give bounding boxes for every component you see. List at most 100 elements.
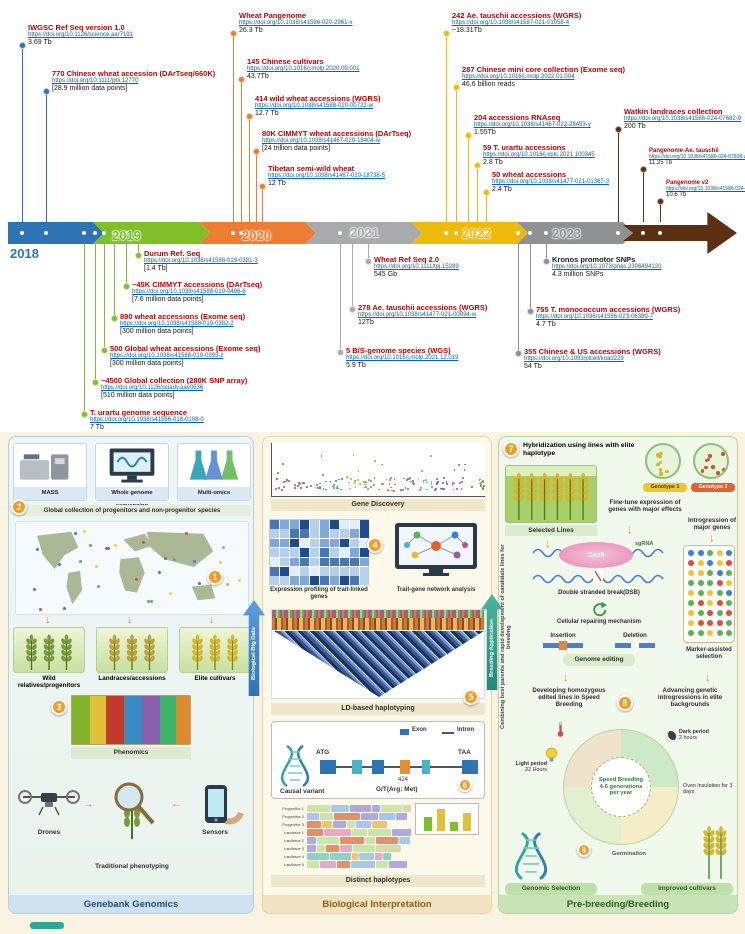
manhattan-point (322, 487, 325, 490)
doi-link[interactable]: https://doi.org/10.1038/s41586-023-06389… (536, 314, 654, 321)
heatmap-cell (340, 520, 349, 529)
doi-link[interactable]: https://doi.org/10.1038/s41586-024-07682… (624, 116, 742, 123)
manhattan-point (319, 482, 321, 485)
manhattan-point (443, 477, 446, 479)
flow-arrow (563, 673, 569, 684)
manhattan-point (319, 486, 321, 489)
timeline-event: ~45K CIMMYT accessions (DArTseq)https://… (132, 280, 337, 304)
doi-link[interactable]: https://doi.org/10.1016/j.xplc.2021.1003… (483, 152, 595, 159)
wheat-field-image (505, 465, 597, 523)
inset-bar (424, 817, 432, 831)
exon-box (320, 760, 336, 774)
heatmap-cell (280, 576, 289, 585)
haplotype-segment (359, 853, 374, 860)
heatmap-cell (320, 576, 329, 585)
band-junction-dot (239, 231, 243, 235)
collection-site-dot (83, 530, 87, 534)
haplotype-segment (307, 821, 321, 828)
manhattan-point (346, 475, 349, 478)
manhattan-point (425, 479, 428, 481)
event-title: 770 Chinese wheat accession (DArTseq/660… (52, 69, 216, 78)
flow-arrow (171, 799, 182, 810)
manhattan-point (319, 487, 322, 490)
band-junction-dot (484, 231, 488, 235)
band-junction-dot (658, 231, 662, 235)
doi-link[interactable]: https://doi.org/10.1038/s41588-019-0393-… (110, 353, 224, 360)
doi-link[interactable]: https://doi.org/10.1038/s41477-021-01367… (492, 179, 610, 186)
doi-link[interactable]: https://doi.org/10.1038/s41588-019-0496-… (132, 289, 246, 296)
haplotype-segment (356, 821, 372, 828)
collection-site-dot (135, 578, 139, 582)
band-junction-dot (82, 231, 86, 235)
doi-link[interactable]: https://doi.org/10.1073/pnas.2306494120 (552, 264, 662, 271)
combining-vertical-label: Combining best parents and rapid develop… (500, 544, 513, 730)
haplotype-segment (326, 845, 339, 852)
seed-dot (722, 468, 726, 472)
marker-dot (726, 610, 733, 616)
marker-dot (716, 550, 723, 556)
doi-link[interactable]: https://doi.org/10.1126/sciadv.aav0536 (101, 385, 204, 392)
event-data-volume: 7 Tb (90, 424, 104, 432)
world-map (15, 521, 249, 615)
doi-link[interactable]: https://doi.org/10.1038/s41588-020-00722… (255, 103, 374, 110)
band-junction-dot (454, 231, 458, 235)
manhattan-point (370, 485, 372, 488)
doi-link[interactable]: https://doi.org/10.1038/s41477-021-00934… (358, 312, 477, 319)
plant-card-landrace: Landraces/accessions (96, 627, 168, 682)
manhattan-point (385, 478, 388, 481)
haplotype-row: Progenitor 2 (271, 813, 485, 820)
doi-link[interactable]: https://doi.org/10.1093/plcell/koad229 (524, 356, 624, 363)
doi-link[interactable]: https://doi.org/10.1038/s41586-024-08277… (666, 185, 745, 192)
doi-link[interactable]: https://doi.org/10.1038/s41467-020-18404… (262, 138, 381, 145)
manhattan-point (287, 480, 290, 483)
continents (37, 531, 216, 605)
doi-link[interactable]: https://doi.org/10.1038/s41586-020-2961-… (239, 20, 353, 27)
event-data-volume: [300 million data points] (120, 328, 194, 336)
manhattan-point (354, 482, 356, 484)
footer-genebank-genomics: Genebank Genomics (9, 895, 253, 913)
marker-dot (688, 580, 694, 586)
haplotype-segment (346, 821, 356, 828)
marker-dot (707, 590, 714, 596)
doi-link[interactable]: https://doi.org/10.1016/j.molp.2022.01.0… (462, 74, 575, 81)
manhattan-point (426, 481, 428, 484)
collection-site-dot (226, 582, 230, 586)
doi-link[interactable]: https://doi.org/10.1126/science.aar7191 (28, 32, 133, 39)
haplotype-segment (375, 837, 398, 844)
manhattan-point (482, 481, 484, 484)
doi-link[interactable]: https://doi.org/10.1016/j.molp.2020.09.0… (247, 66, 360, 73)
event-dot (614, 125, 622, 133)
doi-link[interactable]: https://doi.org/10.1038/s41467-022-28453… (474, 122, 591, 129)
band-junction-dot (136, 231, 140, 235)
event-stem (138, 244, 139, 255)
event-dot (336, 348, 344, 356)
doi-link[interactable]: https://doi.org/10.1038/s41587-021-01058… (452, 20, 570, 27)
heatmap-cell (300, 557, 309, 567)
stop-codon-label: TAA (458, 749, 471, 756)
haplotype-segment (331, 805, 349, 812)
timeline-event: 5 B/S-genome species (WGS)https://doi.or… (346, 346, 551, 370)
flasks-icon (180, 446, 248, 486)
doi-link[interactable]: https://doi.org/10.1111/tpj.15289 (374, 264, 459, 271)
year-label-2022: 2022 (462, 226, 491, 241)
event-data-volume: 11.25 Tb (649, 160, 673, 167)
manhattan-point (285, 480, 287, 483)
doi-link[interactable]: https://doi.org/10.1016/j.molp.2021.12.0… (346, 355, 459, 362)
network-analysis-label: Trait-gene network analysis (396, 587, 476, 593)
event-data-volume: ~18.31Tb (452, 27, 482, 35)
event-stem (249, 116, 250, 222)
haplotype-segment (339, 845, 352, 852)
event-dot (245, 112, 253, 120)
event-stem (660, 201, 661, 222)
doi-link[interactable]: https://doi.org/10.1111/pbi.12770 (52, 78, 139, 85)
dark-period-label: Dark period 2 hours (679, 729, 731, 741)
doi-link[interactable]: https://doi.org/10.1038/s41586-024-07808… (649, 153, 745, 160)
band-junction-dot (231, 231, 235, 235)
manhattan-point (282, 481, 285, 484)
phone-in-hand-icon (187, 783, 245, 827)
doi-link[interactable]: https://doi.org/10.1038/s41586-018-0108-… (90, 417, 204, 424)
marker-dot (726, 600, 733, 606)
doi-link[interactable]: https://doi.org/10.1038/s41588-019-0381-… (144, 258, 258, 265)
doi-link[interactable]: https://doi.org/10.1038/s41588-019-0382-… (120, 321, 234, 328)
doi-link[interactable]: https://doi.org/10.1038/s41467-020-18738… (268, 173, 386, 180)
